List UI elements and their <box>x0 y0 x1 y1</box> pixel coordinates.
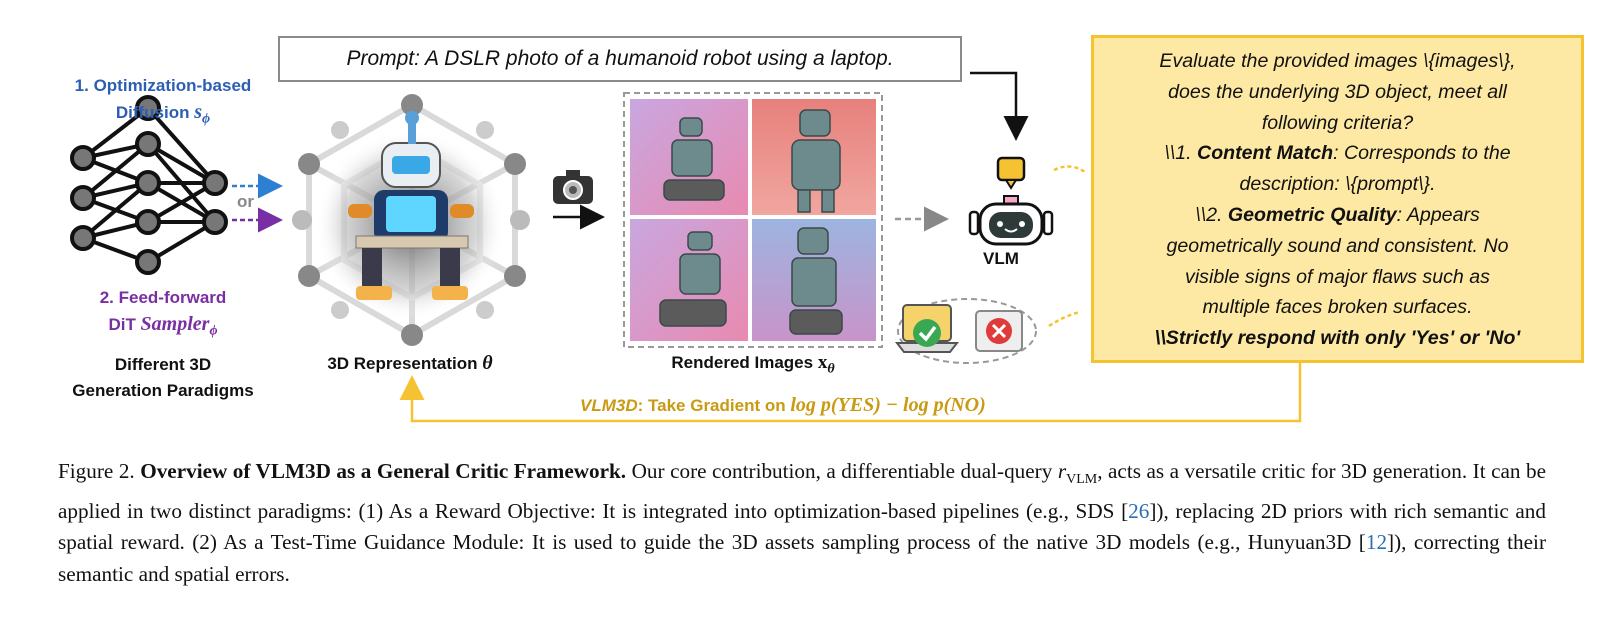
gradient-text: : Take Gradient on <box>637 396 791 415</box>
optimization-label-line2: Diffusion sϕ <box>58 99 268 132</box>
citation-26[interactable]: 26 <box>1128 498 1150 523</box>
gradient-formula: log p(YES) − log p(NO) <box>790 394 986 416</box>
neural-network-icon <box>70 95 228 275</box>
3d-representation-label: 3D Representation θ <box>300 352 520 375</box>
x-symbol: x <box>817 352 828 373</box>
eval-line-6: \\2. Geometric Quality: Appears <box>1106 200 1569 231</box>
camera-icon <box>553 170 593 204</box>
eval-line-7: geometrically sound and consistent. No <box>1166 234 1509 257</box>
caption-text-4: ]), correcting their semantic and spatia… <box>58 530 1546 586</box>
theta-symbol: θ <box>482 352 493 374</box>
citation-12[interactable]: 12 <box>1365 530 1388 555</box>
caption-text-1: Our core contribution, a differentiable … <box>626 459 1058 483</box>
rendered-images-grid <box>623 92 883 348</box>
eval-line-3: following criteria? <box>1261 111 1414 134</box>
eval-criterion-1-desc: : Corresponds to the <box>1333 142 1511 165</box>
vlm3d-name: VLM3D <box>580 396 638 415</box>
gradient-feedback-arrow <box>399 363 1302 423</box>
sampler-subscript: ϕ <box>209 323 218 339</box>
eval-line-9: multiple faces broken surfaces. <box>1202 296 1473 319</box>
eval-line-8: visible signs of major flaws such as <box>1185 265 1490 288</box>
paradigms-label-line2: Generation Paradigms <box>72 381 254 400</box>
optimization-label-line1: 1. Optimization-based <box>74 76 252 95</box>
eval-criterion-2-title: Geometric Quality <box>1227 203 1397 226</box>
r-subscript: VLM <box>1066 472 1098 488</box>
r-symbol: r <box>1057 459 1067 483</box>
feedforward-label-line1: 2. Feed-forward <box>99 288 227 307</box>
decision-icons <box>894 298 1037 364</box>
diffusion-subscript: ϕ <box>202 111 211 127</box>
dit-text: DiT <box>108 315 141 334</box>
prompt-text: Prompt: A DSLR photo of a humanoid robot… <box>346 47 894 70</box>
eval-line-2: does the underlying 3D object, meet all <box>1168 80 1507 103</box>
optimization-paradigm-label: 1. Optimization-based Diffusion sϕ <box>58 73 268 132</box>
feedforward-label-line2: DiT Samplerϕ <box>58 311 268 344</box>
or-label: or <box>237 192 254 211</box>
eval-criterion-2-number: \\2. <box>1195 203 1228 226</box>
paradigms-label: Different 3D Generation Paradigms <box>48 352 278 404</box>
eval-line-1: Evaluate the provided images \{images\}, <box>1159 50 1516 72</box>
repr-text: 3D Representation <box>327 354 483 373</box>
x-subscript: θ <box>827 361 835 377</box>
eval-line-5: description: \{prompt\}. <box>1239 173 1436 196</box>
caption-title: Overview of VLM3D as a General Critic Fr… <box>140 459 627 483</box>
prompt-to-vlm-arrow <box>970 71 1029 141</box>
eval-line-4: \\1. Content Match: Corresponds to the <box>1106 138 1569 169</box>
rendered-text: Rendered Images <box>671 353 818 372</box>
vlm-label: VLM <box>983 249 1019 268</box>
reject-cross-icon <box>975 310 1023 352</box>
figure-number: Figure 2. <box>58 459 141 483</box>
eval-line-10: \\Strictly respond with only 'Yes' or 'N… <box>1154 327 1521 350</box>
eval-criterion-1-title: Content Match <box>1197 142 1334 165</box>
sampler-symbol: Sampler <box>140 313 210 335</box>
eval-criterion-2-desc: : Appears <box>1396 203 1480 226</box>
paradigms-label-line1: Different 3D <box>114 355 212 374</box>
eval-criterion-1-number: \\1. <box>1164 142 1198 165</box>
caption-text-2: , acts as a versatile critic for 3D gene… <box>58 459 1546 523</box>
prompt-box: Prompt: A DSLR photo of a humanoid robot… <box>278 36 962 82</box>
laptop-check-icon <box>894 304 960 353</box>
vlm-robot-icon <box>968 156 1054 246</box>
feedforward-paradigm-label: 2. Feed-forward DiT Samplerϕ <box>58 285 268 344</box>
rendered-images-label: Rendered Images xθ <box>628 352 878 377</box>
3d-representation-graphic <box>292 94 530 346</box>
diffusion-symbol: s <box>194 101 203 123</box>
figure-caption: Figure 2. Overview of VLM3D as a General… <box>58 456 1546 590</box>
evaluation-prompt-box: Evaluate the provided images \{images\},… <box>1091 35 1584 363</box>
caption-text-3: ]), replacing 2D priors with rich semant… <box>58 498 1546 555</box>
diffusion-text: Diffusion <box>115 103 195 122</box>
gradient-label: VLM3D: Take Gradient on log p(YES) − log… <box>580 394 1060 417</box>
